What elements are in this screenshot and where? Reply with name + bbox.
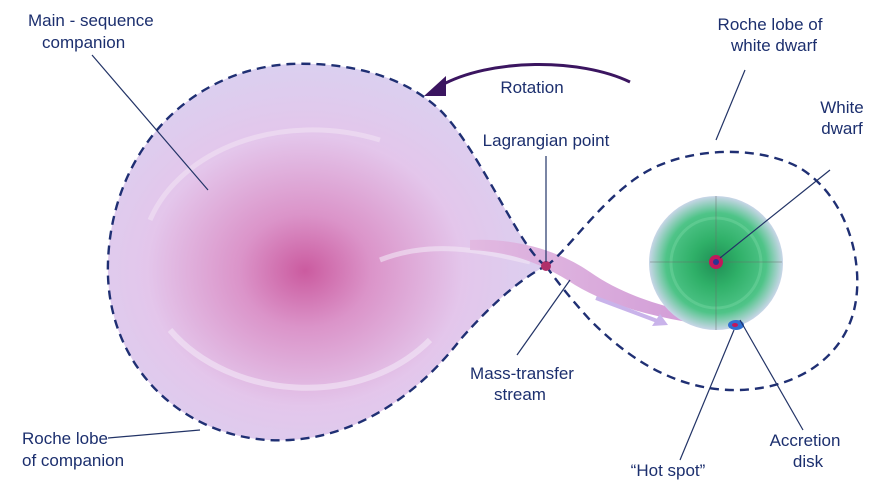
label-rotation: Rotation [500, 78, 563, 97]
leader-mass-transfer [517, 280, 570, 355]
label-roche-companion-1: Roche lobe [22, 429, 108, 448]
label-companion: companion [42, 33, 125, 52]
label-roche-wd-2: white dwarf [730, 36, 817, 55]
leader-accretion [740, 320, 803, 430]
label-roche-wd-1: Roche lobe of [718, 15, 823, 34]
lagrangian-point [541, 261, 551, 271]
label-mass-transfer-2: stream [494, 385, 546, 404]
leader-roche-companion [108, 430, 200, 438]
leader-roche-wd [716, 70, 745, 140]
label-mass-transfer-1: Mass-transfer [470, 364, 574, 383]
label-accretion-2: disk [793, 452, 824, 471]
leader-hot-spot [680, 330, 734, 460]
label-roche-companion-2: of companion [22, 451, 124, 470]
rotation-arrowhead-icon [424, 76, 446, 96]
hot-spot-core [732, 323, 738, 327]
label-main-sequence: Main - sequence [28, 11, 154, 30]
label-accretion-1: Accretion [770, 431, 841, 450]
white-dwarf-core [713, 259, 719, 265]
label-white-dwarf-1: White [820, 98, 863, 117]
label-lagrangian: Lagrangian point [483, 131, 610, 150]
label-hot-spot: “Hot spot” [631, 461, 706, 480]
label-white-dwarf-2: dwarf [821, 119, 863, 138]
